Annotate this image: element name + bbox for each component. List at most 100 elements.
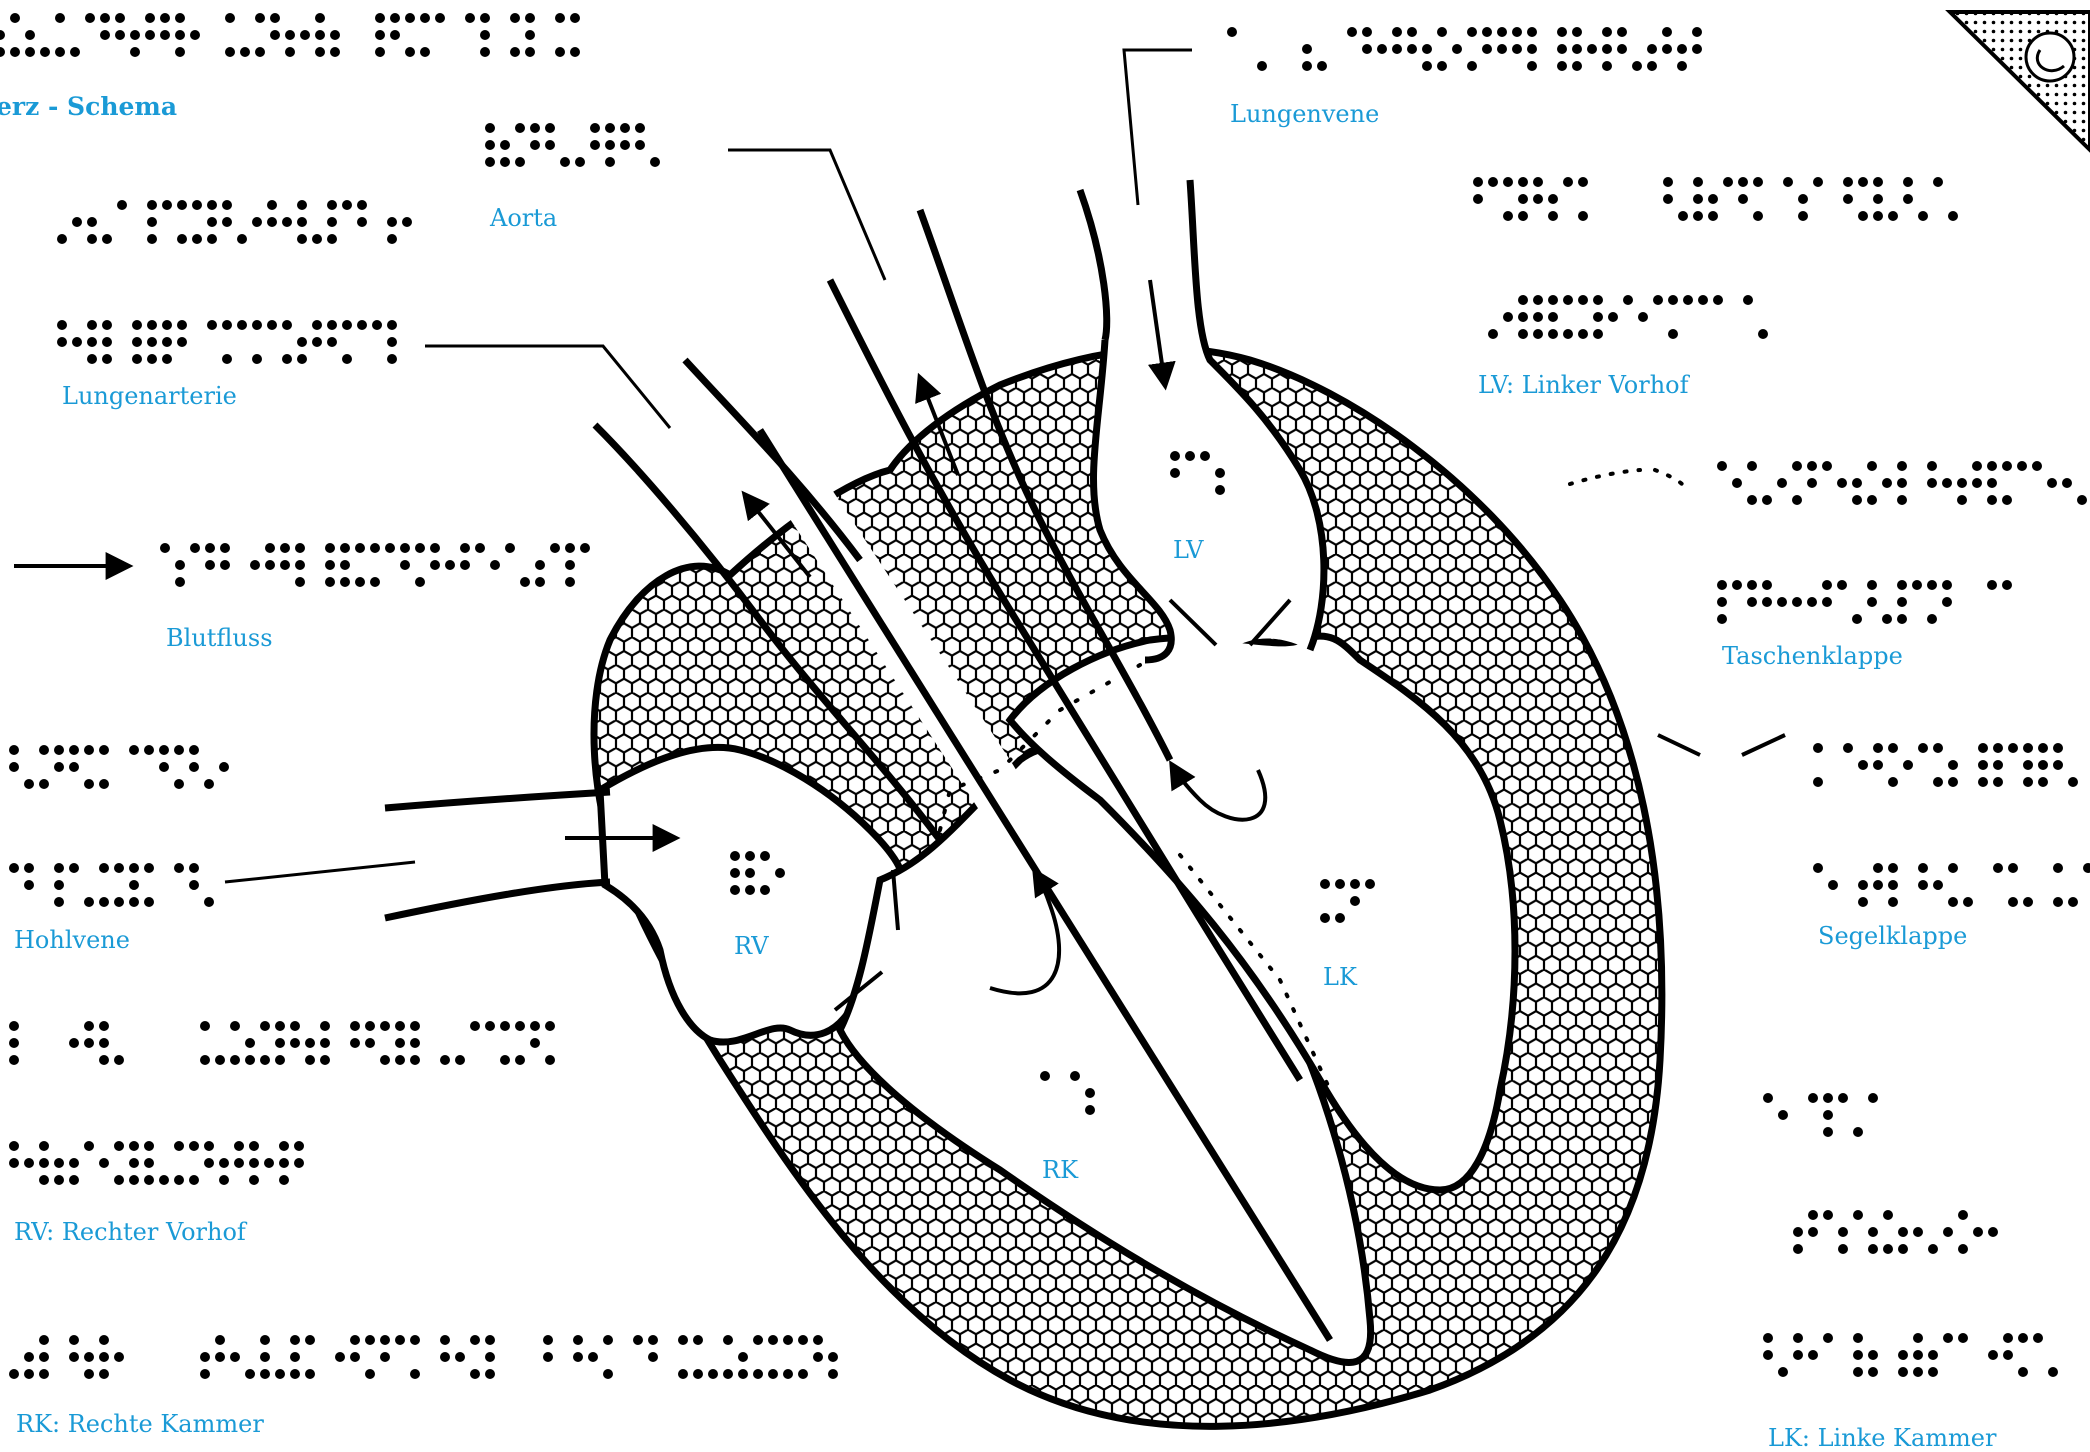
- braille-dot: [1808, 1093, 1818, 1103]
- braille-dot: [650, 157, 660, 167]
- braille-dot: [753, 1369, 763, 1379]
- braille-dot: [1632, 61, 1642, 71]
- braille-dot: [54, 897, 64, 907]
- braille-dot: [147, 354, 157, 364]
- braille-dot: [207, 200, 217, 210]
- braille-dot: [1873, 194, 1883, 204]
- braille-dot: [1918, 863, 1928, 873]
- braille-dot: [2008, 897, 2018, 907]
- braille-dot: [1617, 44, 1627, 54]
- braille-dot: [234, 1158, 244, 1168]
- braille-dot: [9, 762, 19, 772]
- braille-dot: [678, 1335, 688, 1345]
- braille-dot: [1763, 1093, 1773, 1103]
- braille-dot: [510, 13, 520, 23]
- braille-dot: [305, 1038, 315, 1048]
- braille-dot: [130, 30, 140, 40]
- braille-dot: [200, 1369, 210, 1379]
- braille-dot: [204, 897, 214, 907]
- braille-dot: [1350, 896, 1360, 906]
- braille-dot: [1602, 61, 1612, 71]
- braille-dot: [2002, 580, 2012, 590]
- braille-dot: [1578, 211, 1588, 221]
- braille-dot: [1993, 760, 2003, 770]
- braille-dot: [147, 337, 157, 347]
- braille-dot: [342, 200, 352, 210]
- braille-dot: [2018, 1367, 2028, 1377]
- braille-dot: [174, 745, 184, 755]
- braille-dot: [1898, 1244, 1908, 1254]
- braille-dot: [545, 1055, 555, 1065]
- braille-dot: [1837, 580, 1847, 590]
- braille-dot: [1362, 27, 1372, 37]
- braille-dot: [1868, 1367, 1878, 1377]
- braille-dot: [1377, 44, 1387, 54]
- braille-dot: [1170, 468, 1180, 478]
- braille-dot: [588, 1352, 598, 1362]
- braille-dot: [1987, 461, 1997, 471]
- braille-dot: [1578, 295, 1588, 305]
- braille-dot: [129, 863, 139, 873]
- braille-dot: [1185, 451, 1195, 461]
- label-lungenarterie: Lungenarterie: [62, 384, 237, 408]
- braille-dot: [39, 1335, 49, 1345]
- braille-dot: [387, 337, 397, 347]
- braille-dot: [129, 897, 139, 907]
- braille-dot: [828, 1369, 838, 1379]
- braille-dot: [455, 1352, 465, 1362]
- braille-dot: [1993, 743, 2003, 753]
- braille-dot: [1422, 44, 1432, 54]
- braille-dot: [798, 1335, 808, 1345]
- braille-dot: [327, 320, 337, 330]
- braille-dot: [115, 13, 125, 23]
- braille-dot: [84, 897, 94, 907]
- braille-dot: [9, 745, 19, 755]
- braille-dot: [70, 47, 80, 57]
- braille-dot: [222, 217, 232, 227]
- braille-dot: [2023, 777, 2033, 787]
- braille-dot: [162, 200, 172, 210]
- braille-dot: [1563, 295, 1573, 305]
- braille-dot: [1942, 597, 1952, 607]
- braille-dot: [543, 1335, 553, 1345]
- braille-dot: [285, 30, 295, 40]
- braille-dot: [147, 200, 157, 210]
- braille-dot: [312, 234, 322, 244]
- braille-dot: [485, 1335, 495, 1345]
- braille-dot: [87, 234, 97, 244]
- braille-dot: [1793, 1350, 1803, 1360]
- braille-dot: [485, 1369, 495, 1379]
- braille-dot: [485, 140, 495, 150]
- braille-dot: [1503, 211, 1513, 221]
- braille-dot: [39, 1141, 49, 1151]
- braille-dot: [340, 560, 350, 570]
- braille-dot: [190, 30, 200, 40]
- braille-dot: [1913, 1350, 1923, 1360]
- braille-dot: [520, 577, 530, 587]
- braille-dot: [290, 1038, 300, 1048]
- braille-dot: [1897, 461, 1907, 471]
- braille-dot: [129, 880, 139, 890]
- braille-dot: [9, 1021, 19, 1031]
- braille-dot: [470, 1335, 480, 1345]
- braille-dot: [1978, 743, 1988, 753]
- braille-dot: [380, 1055, 390, 1065]
- braille-dot: [1943, 1227, 1953, 1237]
- braille-dot: [1852, 614, 1862, 624]
- braille-dot: [99, 863, 109, 873]
- braille-dot: [10, 47, 20, 57]
- braille-dot: [420, 13, 430, 23]
- braille-dot: [1987, 580, 1997, 590]
- braille-dot: [1527, 61, 1537, 71]
- braille-dot: [87, 354, 97, 364]
- braille-dot: [1518, 312, 1528, 322]
- braille-dot: [39, 1352, 49, 1362]
- braille-dot: [1948, 211, 1958, 221]
- braille-dot: [1933, 777, 1943, 787]
- braille-dot: [635, 140, 645, 150]
- braille-dot: [1572, 27, 1582, 37]
- braille-dot: [1557, 27, 1567, 37]
- braille-dot: [225, 13, 235, 23]
- braille-dot: [279, 1141, 289, 1151]
